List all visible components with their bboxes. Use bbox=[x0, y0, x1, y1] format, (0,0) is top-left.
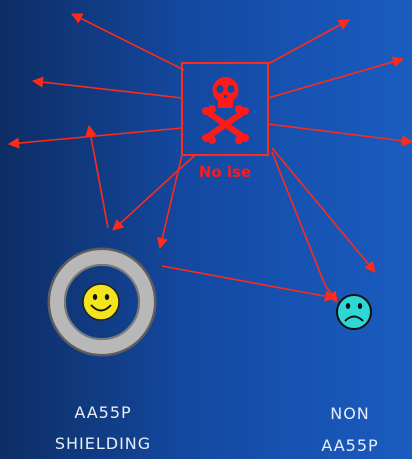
shielded-device bbox=[47, 247, 157, 357]
noise-arrow bbox=[267, 56, 405, 99]
shielded-caption-line2: SHIELDING bbox=[54, 434, 152, 453]
unshielded-caption-line1: NON bbox=[330, 404, 370, 423]
shield-ring bbox=[47, 247, 157, 357]
noise-arrow bbox=[31, 76, 183, 99]
noise-arrow bbox=[70, 13, 185, 71]
noise-label: No ise bbox=[199, 163, 251, 181]
noise-arrow bbox=[271, 147, 376, 273]
skull-crossbones-icon bbox=[202, 77, 249, 144]
shielded-caption-line1: AA55P bbox=[74, 403, 132, 422]
happy-face-icon bbox=[82, 283, 120, 321]
noise-arrow bbox=[161, 265, 337, 302]
noise-arrow bbox=[271, 151, 338, 303]
sad-face-icon bbox=[336, 294, 372, 330]
noise-arrow bbox=[267, 123, 412, 147]
noise-arrow bbox=[156, 154, 183, 250]
noise-arrow bbox=[267, 19, 350, 65]
noise-arrow bbox=[85, 124, 109, 229]
noise-arrows bbox=[7, 13, 412, 303]
shield-ring-body bbox=[50, 250, 154, 354]
noise-source-box bbox=[181, 62, 269, 156]
unshielded-caption-line2: AA55P bbox=[321, 436, 379, 455]
noise-source: No ise bbox=[181, 62, 269, 181]
noise-arrow bbox=[112, 154, 196, 231]
noise-arrow bbox=[7, 127, 183, 149]
